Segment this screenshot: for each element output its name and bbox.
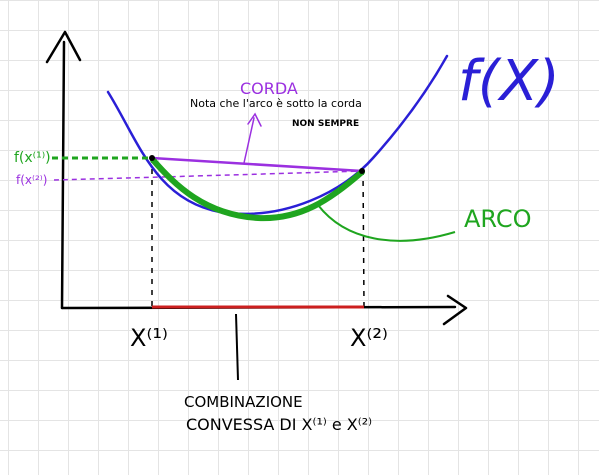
projection-x2	[362, 169, 365, 307]
chord-line	[151, 156, 363, 173]
arc-pointer-line	[317, 204, 456, 242]
function-label: f(X)	[458, 49, 560, 114]
y-axis-arrowhead	[45, 30, 82, 64]
fx2-level-line	[53, 170, 363, 181]
projection-lines	[151, 158, 365, 307]
chord-pointer-arrow	[243, 112, 262, 164]
x-axis-arrowhead	[442, 294, 468, 326]
segment-pointer-line	[235, 313, 239, 381]
x1-label: X⁽¹⁾	[130, 324, 168, 352]
point-x1	[149, 155, 155, 161]
arc-label: ARCO	[464, 205, 532, 233]
convex-combination-label-line1: COMBINAZIONE	[184, 393, 303, 411]
fx1-label: f(x⁽¹⁾)	[14, 150, 51, 166]
convex-combination-label-line2: CONVESSA DI X⁽¹⁾ e X⁽²⁾	[186, 415, 372, 434]
chord-label: CORDA	[240, 79, 298, 98]
fx2-label: f(x⁽²⁾)	[16, 173, 47, 187]
chord-note: Nota che l'arco è sotto la corda	[190, 97, 362, 110]
arc-segment	[150, 157, 365, 222]
function-curve	[106, 54, 449, 216]
y-axis	[60, 40, 66, 310]
point-x2	[359, 168, 365, 174]
x2-label: X⁽²⁾	[350, 324, 388, 352]
chord-note-addendum: NON SEMPRE	[292, 119, 359, 129]
